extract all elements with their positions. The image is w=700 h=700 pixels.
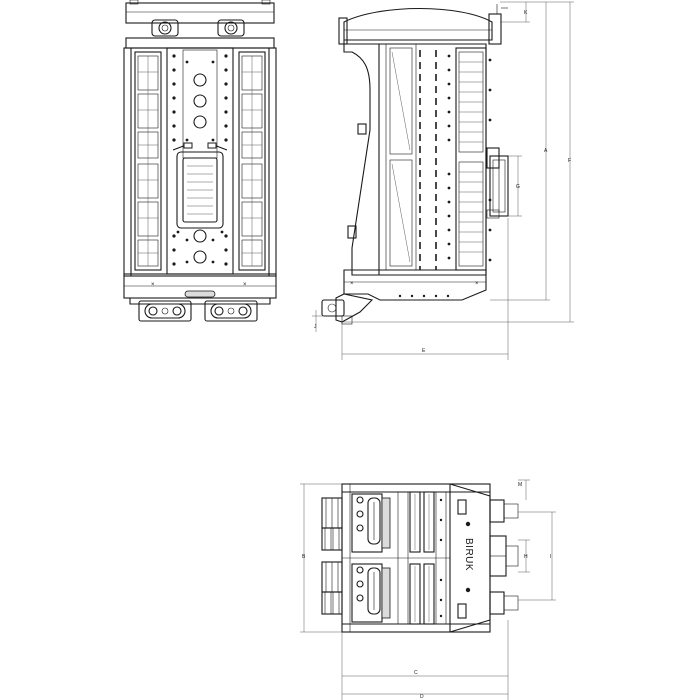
front-port-5 bbox=[193, 250, 207, 264]
front-left-grille bbox=[134, 51, 162, 271]
side-cylinder bbox=[486, 147, 509, 219]
dim-label-c: C bbox=[414, 670, 418, 676]
front-port-3 bbox=[193, 115, 207, 129]
front-port-2 bbox=[193, 94, 207, 108]
side-base-bolts bbox=[398, 294, 450, 298]
front-right-grille bbox=[238, 51, 266, 271]
top-clamp-assembly-upper bbox=[351, 493, 391, 553]
dim-label-e: E bbox=[422, 348, 426, 354]
side-top-cover bbox=[343, 8, 493, 41]
front-clamp-right bbox=[204, 300, 258, 322]
front-port-4 bbox=[193, 229, 207, 243]
side-view: × × bbox=[321, 4, 509, 325]
front-top-lug-left bbox=[129, 0, 139, 5]
front-top-lug-right bbox=[261, 0, 271, 5]
front-top-cylinder-left bbox=[151, 19, 179, 37]
front-clamp-left bbox=[138, 300, 192, 322]
side-cross-mark-right: × bbox=[475, 281, 479, 287]
top-rail-pack bbox=[397, 491, 447, 625]
brand-label: BIRUK bbox=[463, 538, 474, 571]
dim-label-k: K bbox=[524, 10, 528, 16]
side-body-outline bbox=[343, 40, 487, 276]
top-view: BIRUK bbox=[321, 483, 519, 633]
dimension-lines bbox=[300, 1, 574, 700]
front-base-lug bbox=[184, 290, 216, 298]
top-bolt-marks bbox=[465, 521, 471, 593]
dim-label-d: D bbox=[420, 694, 424, 700]
side-grille bbox=[455, 47, 487, 271]
dim-label-f: F bbox=[568, 158, 571, 164]
top-cylinder-upper-left bbox=[321, 497, 343, 551]
dim-label-i: I bbox=[550, 554, 551, 560]
top-right-cylinder-upper bbox=[489, 499, 519, 523]
side-cross-mark-left: × bbox=[350, 281, 354, 287]
dim-label-a: A bbox=[544, 148, 548, 154]
dim-label-g: G bbox=[516, 184, 520, 190]
top-right-cylinder-lower bbox=[489, 591, 519, 615]
dimension-labels: A F K G E J B C D I H M bbox=[302, 10, 571, 700]
front-center-upper-plate bbox=[182, 49, 218, 159]
front-cross-mark: × bbox=[151, 282, 155, 288]
top-slot-lower bbox=[457, 603, 467, 619]
top-slot-upper bbox=[457, 499, 467, 515]
top-right-cylinder-mid bbox=[489, 535, 519, 577]
front-view: × × bbox=[123, 0, 277, 322]
side-inner-panel bbox=[385, 43, 417, 271]
side-top-bracket-left bbox=[338, 17, 348, 45]
front-upper-beam bbox=[125, 37, 275, 49]
side-fitting-lower bbox=[347, 225, 357, 239]
front-inspection-hatch bbox=[172, 142, 228, 229]
front-top-rail bbox=[125, 2, 275, 24]
dim-label-h: H bbox=[524, 554, 528, 560]
dim-label-j: J bbox=[314, 324, 317, 330]
top-cylinder-lower-left bbox=[321, 561, 343, 615]
side-base bbox=[343, 269, 487, 301]
front-bolt-pattern bbox=[172, 54, 228, 266]
side-bolt-pattern bbox=[447, 54, 492, 262]
side-fitting-upper bbox=[357, 123, 367, 135]
front-port-1 bbox=[193, 73, 207, 87]
front-top-cylinder-right bbox=[217, 19, 245, 37]
front-cross-mark-right: × bbox=[243, 282, 247, 288]
dim-label-b: B bbox=[302, 554, 306, 560]
side-top-bracket-right bbox=[488, 13, 502, 45]
side-clamp bbox=[321, 293, 374, 325]
dim-label-m: M bbox=[518, 482, 522, 488]
top-clamp-assembly-lower bbox=[351, 563, 391, 623]
